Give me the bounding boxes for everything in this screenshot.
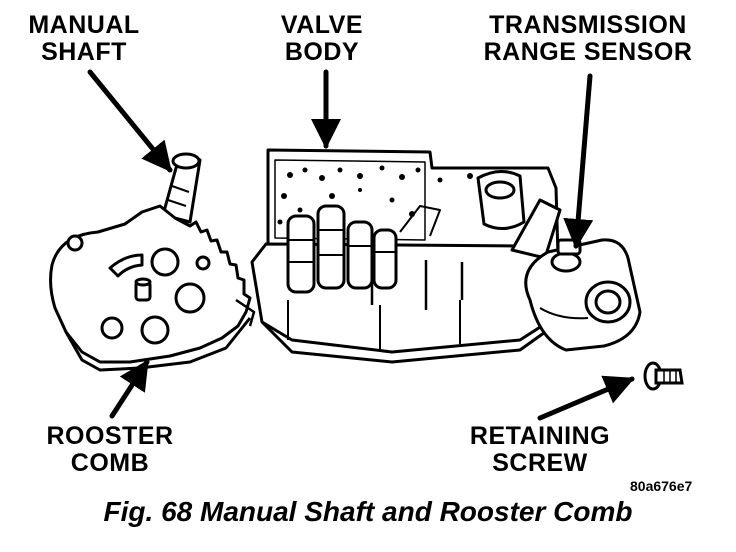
retaining-screw: [643, 361, 684, 391]
arrow-transmission-range-sensor: [563, 73, 594, 249]
figure-caption: Fig. 68 Manual Shaft and Rooster Comb: [103, 496, 633, 527]
label-retaining-screw-line1: RETAINING: [469, 422, 611, 450]
label-valve-body: VALVE BODY: [262, 12, 382, 66]
leader-arrows: [87, 69, 635, 421]
label-retaining-screw-line2: SCREW: [492, 449, 588, 477]
valve-spools: [286, 204, 398, 294]
arrow-manual-shaft: [87, 69, 173, 173]
label-trs-line2: RANGE SENSOR: [483, 38, 693, 66]
label-manual-shaft-line1: MANUAL: [28, 11, 140, 39]
label-manual-shaft: MANUAL SHAFT: [14, 12, 154, 66]
label-retaining-screw: RETAINING SCREW: [440, 423, 640, 477]
rooster-comb-holes: [66, 234, 211, 345]
label-transmission-range-sensor: TRANSMISSION RANGE SENSOR: [470, 12, 706, 66]
label-trs-line1: TRANSMISSION: [489, 11, 687, 39]
transmission-range-sensor: [524, 238, 642, 352]
valve-body: [250, 148, 574, 364]
label-valve-body-line1: VALVE: [280, 11, 364, 39]
arrow-rooster-comb: [109, 359, 150, 419]
label-rooster-comb-line1: ROOSTER: [46, 422, 174, 450]
label-rooster-comb: ROOSTER COMB: [30, 423, 190, 477]
rooster-comb-assembly: [49, 152, 256, 372]
label-manual-shaft-line2: SHAFT: [41, 38, 127, 66]
manual-shaft: [161, 152, 202, 224]
arrow-retaining-screw: [537, 375, 635, 421]
label-rooster-comb-line2: COMB: [70, 449, 150, 477]
label-valve-body-line2: BODY: [284, 38, 360, 66]
reference-code: 80a676e7: [630, 478, 693, 494]
